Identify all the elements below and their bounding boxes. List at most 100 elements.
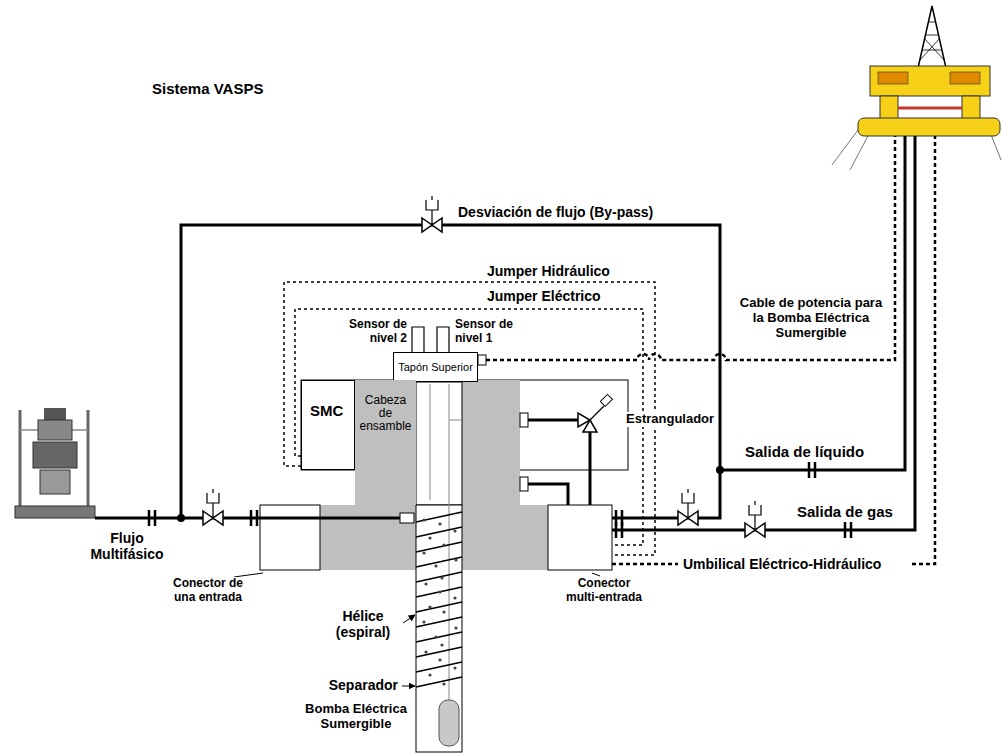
liquid-pipe	[528, 419, 578, 422]
droplet	[442, 543, 445, 546]
junction-dot	[716, 466, 724, 474]
droplet	[428, 673, 431, 676]
multi-inlet-connector	[548, 505, 612, 570]
wellhead-stack	[38, 420, 72, 440]
helix-turn	[416, 557, 462, 567]
droplet	[453, 666, 456, 669]
droplet	[454, 558, 457, 561]
flange	[149, 510, 155, 526]
droplet	[428, 605, 431, 608]
pump-discharge-pipe	[449, 420, 462, 421]
single-inlet-connector	[260, 505, 320, 570]
platform-deck	[870, 66, 990, 96]
wellhead-frame	[87, 410, 90, 512]
helix-turn	[416, 512, 462, 522]
helix-turn	[416, 542, 462, 552]
bypass-label: Desviación de flujo (By-pass)	[458, 204, 653, 220]
assembly-head-column	[462, 380, 520, 505]
leader-line	[592, 573, 600, 576]
deck-module	[878, 72, 908, 84]
leader-arrow	[403, 615, 415, 623]
platform-brace	[898, 107, 962, 110]
smc-box: SMC	[301, 380, 355, 470]
wellhead-base	[15, 506, 95, 518]
mooring-line	[850, 132, 870, 170]
power-cable-line	[486, 136, 895, 360]
helix-label: Hélice (espiral)	[326, 608, 400, 640]
droplet	[422, 620, 425, 623]
choke-label: Estrangulador	[626, 412, 714, 427]
droplet	[438, 658, 441, 661]
droplet	[440, 643, 443, 646]
gas-pipe	[430, 384, 431, 500]
hydraulic-jumper-label: Jumper Hidráulico	[487, 263, 610, 279]
droplets	[422, 518, 457, 685]
assembly-head-box: Cabeza de ensamble	[355, 380, 416, 505]
esp-pump	[439, 700, 459, 746]
node-text: Cabeza de ensamble	[357, 394, 414, 434]
platform-column	[880, 96, 898, 120]
platform-pontoon	[858, 118, 1000, 136]
droplet	[454, 626, 457, 629]
helix-turn	[416, 602, 462, 612]
droplet	[438, 590, 441, 593]
leader-arrow	[402, 686, 415, 687]
derrick-bracing	[920, 22, 944, 60]
level-sensor-label: Sensor de nivel 2	[348, 318, 407, 346]
inlet-nozzle	[400, 513, 414, 523]
gas-valve	[745, 501, 765, 537]
helix-turn	[416, 632, 462, 642]
helix-turn	[416, 647, 462, 657]
choke-body	[583, 420, 597, 432]
droplet	[453, 596, 456, 599]
flange	[845, 522, 851, 538]
bypass-pipe	[181, 225, 720, 518]
wellhead-frame	[19, 410, 22, 512]
helix-turn	[416, 677, 462, 687]
node-text: SMC	[310, 403, 351, 420]
electric-jumper-label: Jumper Eléctrico	[487, 288, 601, 304]
umbilical-label: Umbilical Eléctrico-Hidráulico	[683, 556, 881, 572]
pump-discharge-pipe	[449, 384, 450, 700]
helix-turn	[416, 572, 462, 582]
droplet	[442, 682, 445, 685]
liquid-valve	[678, 489, 698, 525]
junction-dot	[177, 514, 185, 522]
pump-label: Bomba Eléctrica Sumergible	[300, 702, 412, 732]
gas-outlet-pipe	[612, 136, 915, 530]
liquid-pipe	[589, 432, 592, 505]
helix-turn	[416, 527, 462, 537]
droplet	[442, 610, 445, 613]
helix-turn	[416, 587, 462, 597]
multiphase-flow-label: Flujo Multifásico	[86, 530, 168, 562]
cable-penetrator	[478, 355, 486, 365]
droplet	[428, 536, 431, 539]
derrick	[918, 6, 946, 68]
wellhead-cap	[44, 408, 66, 420]
separator-column	[416, 382, 462, 505]
wellhead-stack	[33, 442, 77, 468]
platform-column	[962, 96, 980, 120]
droplet	[453, 529, 456, 532]
choke-actuator	[600, 394, 612, 406]
level-sensor	[437, 327, 449, 352]
separator-tube	[416, 505, 462, 752]
connector-label: Conector multi-entrada	[560, 577, 648, 605]
inlet-valve	[203, 489, 223, 525]
mooring-line	[832, 130, 858, 165]
wellhead-illustration	[15, 408, 95, 518]
helix-turn	[416, 662, 462, 672]
droplet	[434, 564, 437, 567]
liquid-outlet-label: Salida de líquido	[745, 443, 864, 460]
droplet	[440, 576, 443, 579]
choke-stem	[590, 406, 604, 420]
droplet	[438, 522, 441, 525]
top-cap-box: Tapón Superior	[393, 352, 478, 382]
droplet	[434, 635, 437, 638]
droplet	[422, 518, 425, 521]
level-sensor-label: Sensor de nivel 1	[455, 318, 514, 346]
power-cable-label: Cable de potencia para la Bomba Eléctric…	[738, 296, 884, 341]
diagram-title: Sistema VASPS	[152, 80, 263, 97]
